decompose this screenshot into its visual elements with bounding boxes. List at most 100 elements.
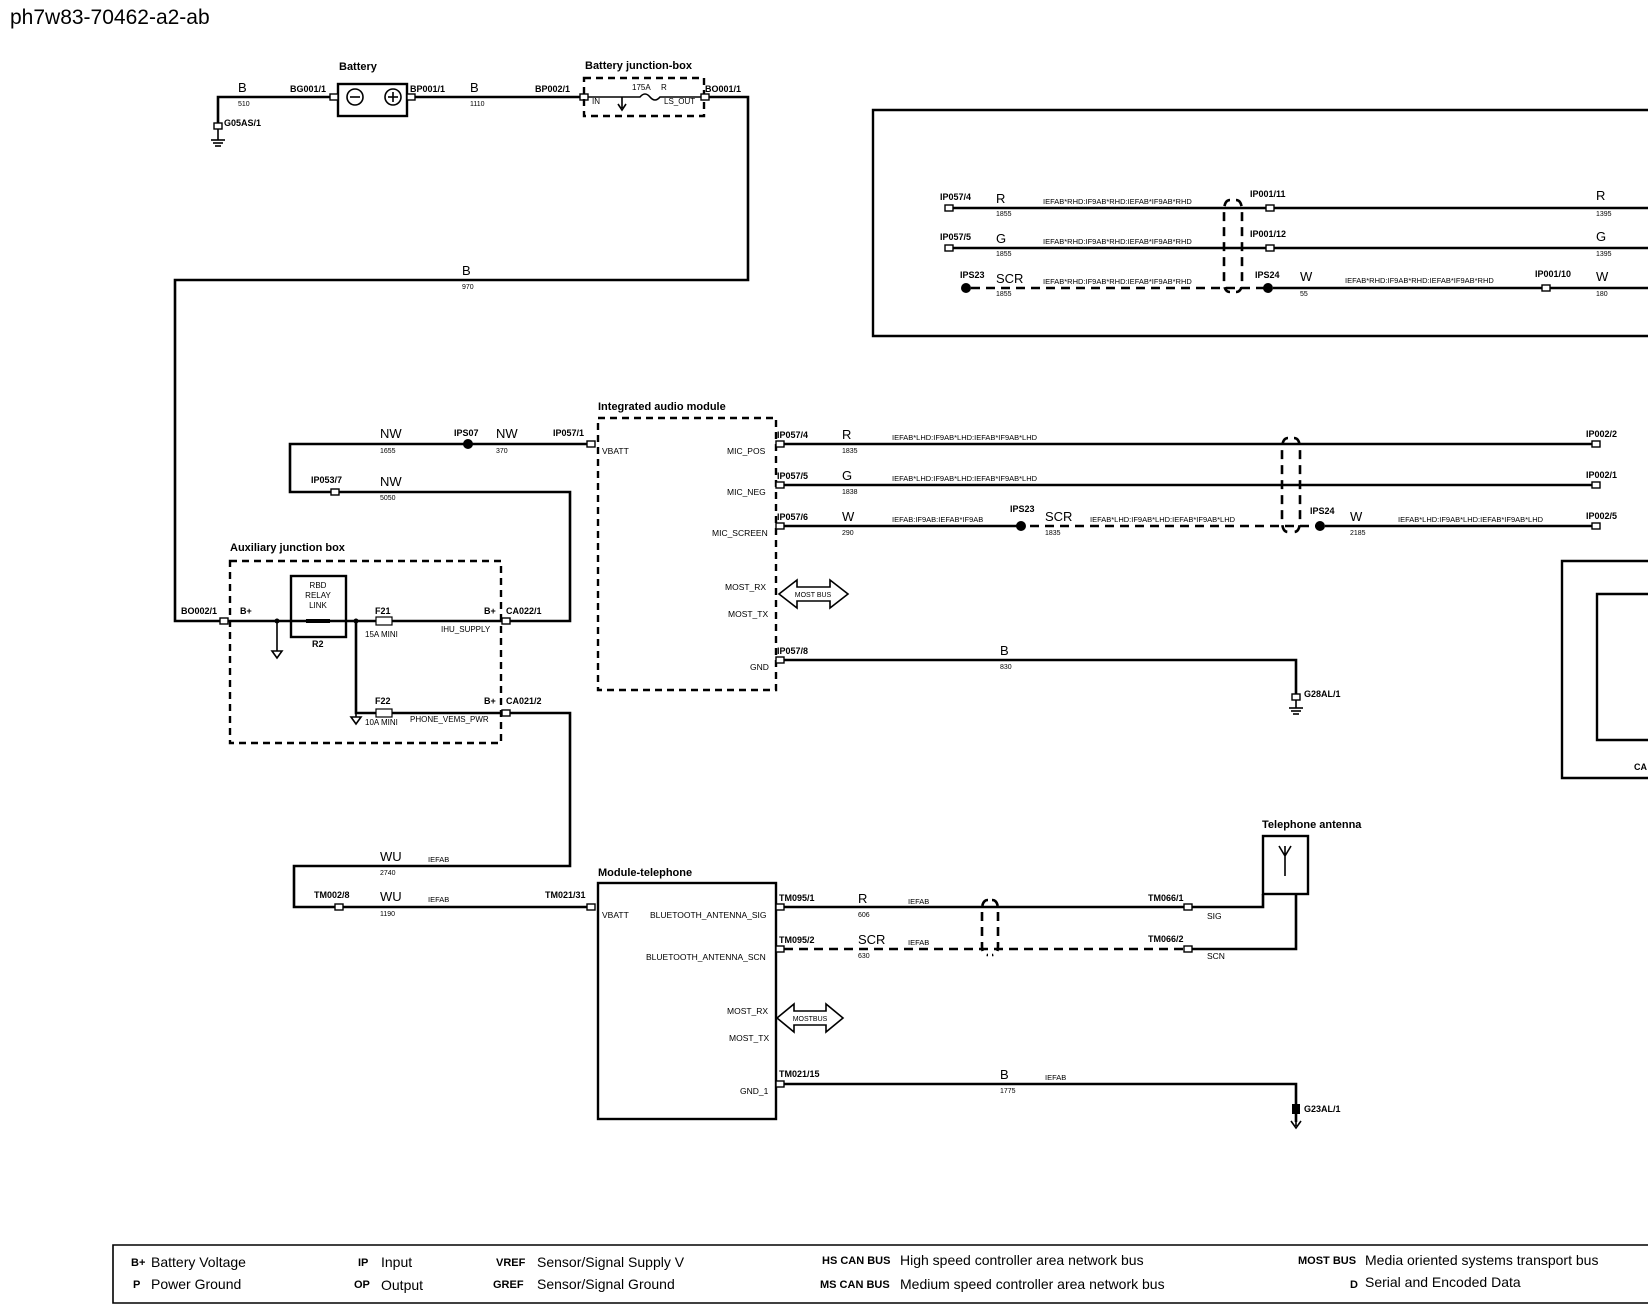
pin-label: SIG xyxy=(1207,911,1222,921)
legend-frame xyxy=(112,1244,1648,1304)
legend-text: High speed controller area network bus xyxy=(900,1252,1144,1268)
link-icon xyxy=(306,619,330,623)
wire-color: B xyxy=(238,80,247,95)
connector-label: IP001/11 xyxy=(1250,189,1286,199)
connector-label: IP002/1 xyxy=(1586,470,1617,480)
ground-icon xyxy=(349,713,363,726)
pin-label: IHU_SUPPLY xyxy=(441,625,491,634)
wire-color: R xyxy=(1596,188,1605,203)
legend-text: Media oriented systems transport bus xyxy=(1365,1252,1598,1268)
ground-icon xyxy=(1289,700,1303,715)
wire-color: W xyxy=(842,509,855,524)
pin-label: MOST_RX xyxy=(727,1006,768,1016)
rhd-box-outline xyxy=(871,108,1648,338)
audio-module-label: Integrated audio module xyxy=(598,401,726,413)
wire-nw-supply xyxy=(288,442,590,623)
splice-label: IPS23 xyxy=(960,270,985,280)
splice-label: IPS07 xyxy=(454,428,479,438)
connector-label: BO002/1 xyxy=(181,606,217,616)
connector-label: IP053/7 xyxy=(311,475,342,485)
wire-color: WU xyxy=(380,849,402,864)
legend-text: Sensor/Signal Supply V xyxy=(537,1254,685,1270)
fuse-ref: R xyxy=(661,83,667,92)
wire-color: R xyxy=(858,891,867,906)
connector-label: BO001/1 xyxy=(705,84,741,94)
connector-label: G28AL/1 xyxy=(1304,689,1341,699)
wire-number: 290 xyxy=(842,530,854,537)
connector-label: TM002/8 xyxy=(314,890,350,900)
wire-color: NW xyxy=(496,426,518,441)
condition-label: IEFAB*LHD:IF9AB*LHD:IEFAB*IF9AB*LHD xyxy=(892,433,1038,442)
wire-number: 180 xyxy=(1596,291,1608,298)
wire-number: 2185 xyxy=(1350,530,1366,537)
legend-abbr: OP xyxy=(354,1279,370,1291)
connector-label: IP057/6 xyxy=(777,512,808,522)
legend-abbr: GREF xyxy=(493,1279,524,1291)
wire-number: 970 xyxy=(462,284,474,291)
splice-ips07 xyxy=(463,439,473,449)
wire-number: 630 xyxy=(858,953,870,960)
connector-label: IP002/2 xyxy=(1586,429,1617,439)
connector-label: BG001/1 xyxy=(290,84,326,94)
pin-label: LS_OUT xyxy=(664,97,695,106)
wire-number: 1775 xyxy=(1000,1088,1016,1095)
condition-label: IEFAB*LHD:IF9AB*LHD:IEFAB*IF9AB*LHD xyxy=(1398,515,1544,524)
fuse-ref: F22 xyxy=(375,696,391,706)
connector-label: IP057/5 xyxy=(940,232,971,242)
fuse-icon xyxy=(375,616,393,626)
relay-label: LINK xyxy=(309,601,327,610)
most-bus-arrow-icon: MOSTBUS xyxy=(775,1002,845,1034)
wire-number: 1655 xyxy=(380,448,396,455)
wire-color: B xyxy=(470,80,479,95)
ground-icon xyxy=(270,621,284,660)
connector-label: CA021/2 xyxy=(506,696,542,706)
wire-color: NW xyxy=(380,474,402,489)
wire-color: WU xyxy=(380,889,402,904)
wire-number: 1395 xyxy=(1596,211,1612,218)
connector-label: IP057/5 xyxy=(777,471,808,481)
battery-negative-terminal xyxy=(346,88,364,106)
pin-label: GND xyxy=(750,662,769,672)
wire-number: 1838 xyxy=(842,489,858,496)
rhd-harness-box: IP057/4 R 1855 IEFAB*RHD:IF9AB*RHD:IEFAB… xyxy=(871,108,1648,338)
telephone-module: Module-telephone VBATT BLUETOOTH_ANTENNA… xyxy=(596,819,1362,1130)
connector-label: TM095/1 xyxy=(779,893,815,903)
wire-b-970 xyxy=(173,95,750,623)
pin-label: MOST_TX xyxy=(729,1033,769,1043)
condition-label: IEFAB xyxy=(428,895,449,904)
wire-color: NW xyxy=(380,426,402,441)
wire-number: 370 xyxy=(496,448,508,455)
connector-label: TM021/15 xyxy=(779,1069,820,1079)
splice-label: IPS24 xyxy=(1310,506,1335,516)
shield-icon xyxy=(1235,198,1244,294)
pin-label: SCN xyxy=(1207,951,1225,961)
wire-b-510 xyxy=(216,95,338,127)
diagram-title: ph7w83-70462-a2-ab xyxy=(10,6,210,29)
wire-number: 1855 xyxy=(996,251,1012,258)
wire-color: B xyxy=(1000,1067,1009,1082)
wire-number: 5050 xyxy=(380,495,396,502)
battery-junction-box-label: Battery junction-box xyxy=(585,60,693,72)
condition-label: IEFAB*LHD:IF9AB*LHD:IEFAB*IF9AB*LHD xyxy=(892,474,1038,483)
relay-label: RELAY xyxy=(305,591,331,600)
telephone-antenna-box xyxy=(1261,834,1310,896)
wire-color: W xyxy=(1350,509,1363,524)
battery-label: Battery xyxy=(339,61,378,73)
wire-b-gnd xyxy=(784,658,1298,700)
wire-color: G xyxy=(996,231,1006,246)
wire-color: R xyxy=(996,191,1005,206)
wire-number: 1855 xyxy=(996,211,1012,218)
pin-label: MIC_SCREEN xyxy=(712,528,768,538)
wire-number: 830 xyxy=(1000,664,1012,671)
splice-ips24 xyxy=(1315,521,1325,531)
legend-abbr: MS CAN BUS xyxy=(820,1279,890,1291)
connector-label: G23AL/1 xyxy=(1304,1104,1341,1114)
connector-label: G05AS/1 xyxy=(224,118,261,128)
splice-ips23 xyxy=(1016,521,1026,531)
pin-label: B+ xyxy=(484,606,496,616)
antenna-icon xyxy=(1278,845,1292,876)
legend-text: Sensor/Signal Ground xyxy=(537,1276,675,1292)
condition-label: IEFAB xyxy=(1045,1073,1066,1082)
legend-abbr: HS CAN BUS xyxy=(822,1255,890,1267)
